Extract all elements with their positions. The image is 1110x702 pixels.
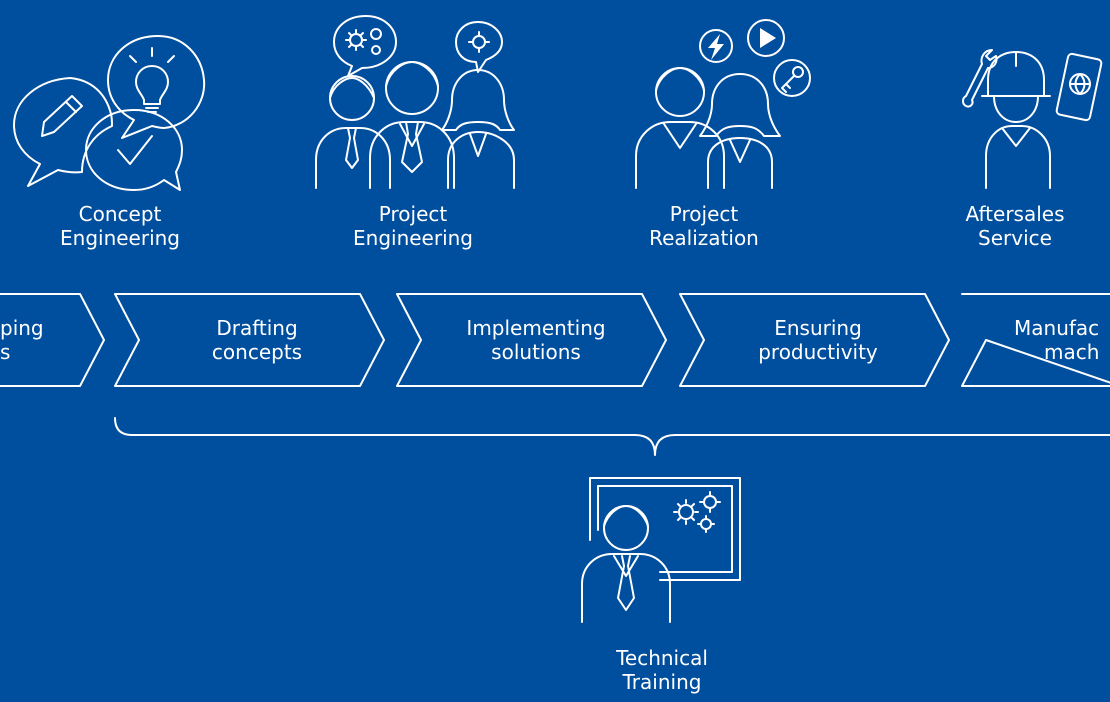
role-label-line2: Training: [622, 670, 702, 694]
role-label-line2: Realization: [649, 226, 759, 250]
realization-team-icon: [635, 19, 811, 189]
step-label-line1: Implementing: [466, 316, 606, 340]
step-label-line1: Drafting: [216, 316, 298, 340]
chevron-step-5: [961, 293, 1110, 387]
step-label-line2: productivity: [758, 340, 878, 364]
step-label-line2: solutions: [491, 340, 581, 364]
chevron-step-4: [679, 293, 950, 387]
trainer-icon: [581, 477, 741, 623]
role-label-aftersales-service: Aftersales Service: [966, 202, 1065, 250]
step-label-line1: ping: [0, 316, 44, 340]
role-label-project-realization: Project Realization: [649, 202, 759, 250]
role-label-technical-training: Technical Training: [616, 646, 708, 694]
role-label-line1: Project: [669, 202, 739, 226]
step-label-2: Drafting concepts: [212, 316, 302, 364]
role-label-line2: Engineering: [353, 226, 473, 250]
role-label-concept-engineering: Concept Engineering: [60, 202, 180, 250]
step-label-5: Manufac mach: [1014, 316, 1099, 364]
step-label-line1: Manufac: [1014, 316, 1100, 340]
grouping-brace: [114, 417, 1110, 456]
engineer-team-icon: [315, 15, 515, 189]
role-label-line1: Project: [378, 202, 448, 226]
step-label-line1: Ensuring: [774, 316, 862, 340]
step-label-line2: concepts: [211, 340, 303, 364]
step-label-line2: s: [0, 340, 11, 364]
role-label-line2: Engineering: [60, 226, 180, 250]
role-label-line1: Concept: [78, 202, 162, 226]
chevron-step-1: [0, 293, 105, 387]
step-label-4: Ensuring productivity: [758, 316, 878, 364]
role-label-line1: Aftersales: [965, 202, 1065, 226]
step-label-line2: mach: [1044, 340, 1100, 364]
process-chevrons: [0, 293, 1110, 387]
role-label-project-engineering: Project Engineering: [353, 202, 473, 250]
role-label-line1: Technical: [616, 646, 708, 670]
step-label-1: ping s: [0, 316, 44, 364]
step-label-3: Implementing solutions: [466, 316, 605, 364]
speech-bubbles-icon: [13, 35, 206, 191]
role-label-line2: Service: [978, 226, 1052, 250]
chevron-step-3: [396, 293, 667, 387]
service-technician-icon: [962, 49, 1103, 189]
chevron-step-2: [114, 293, 385, 387]
